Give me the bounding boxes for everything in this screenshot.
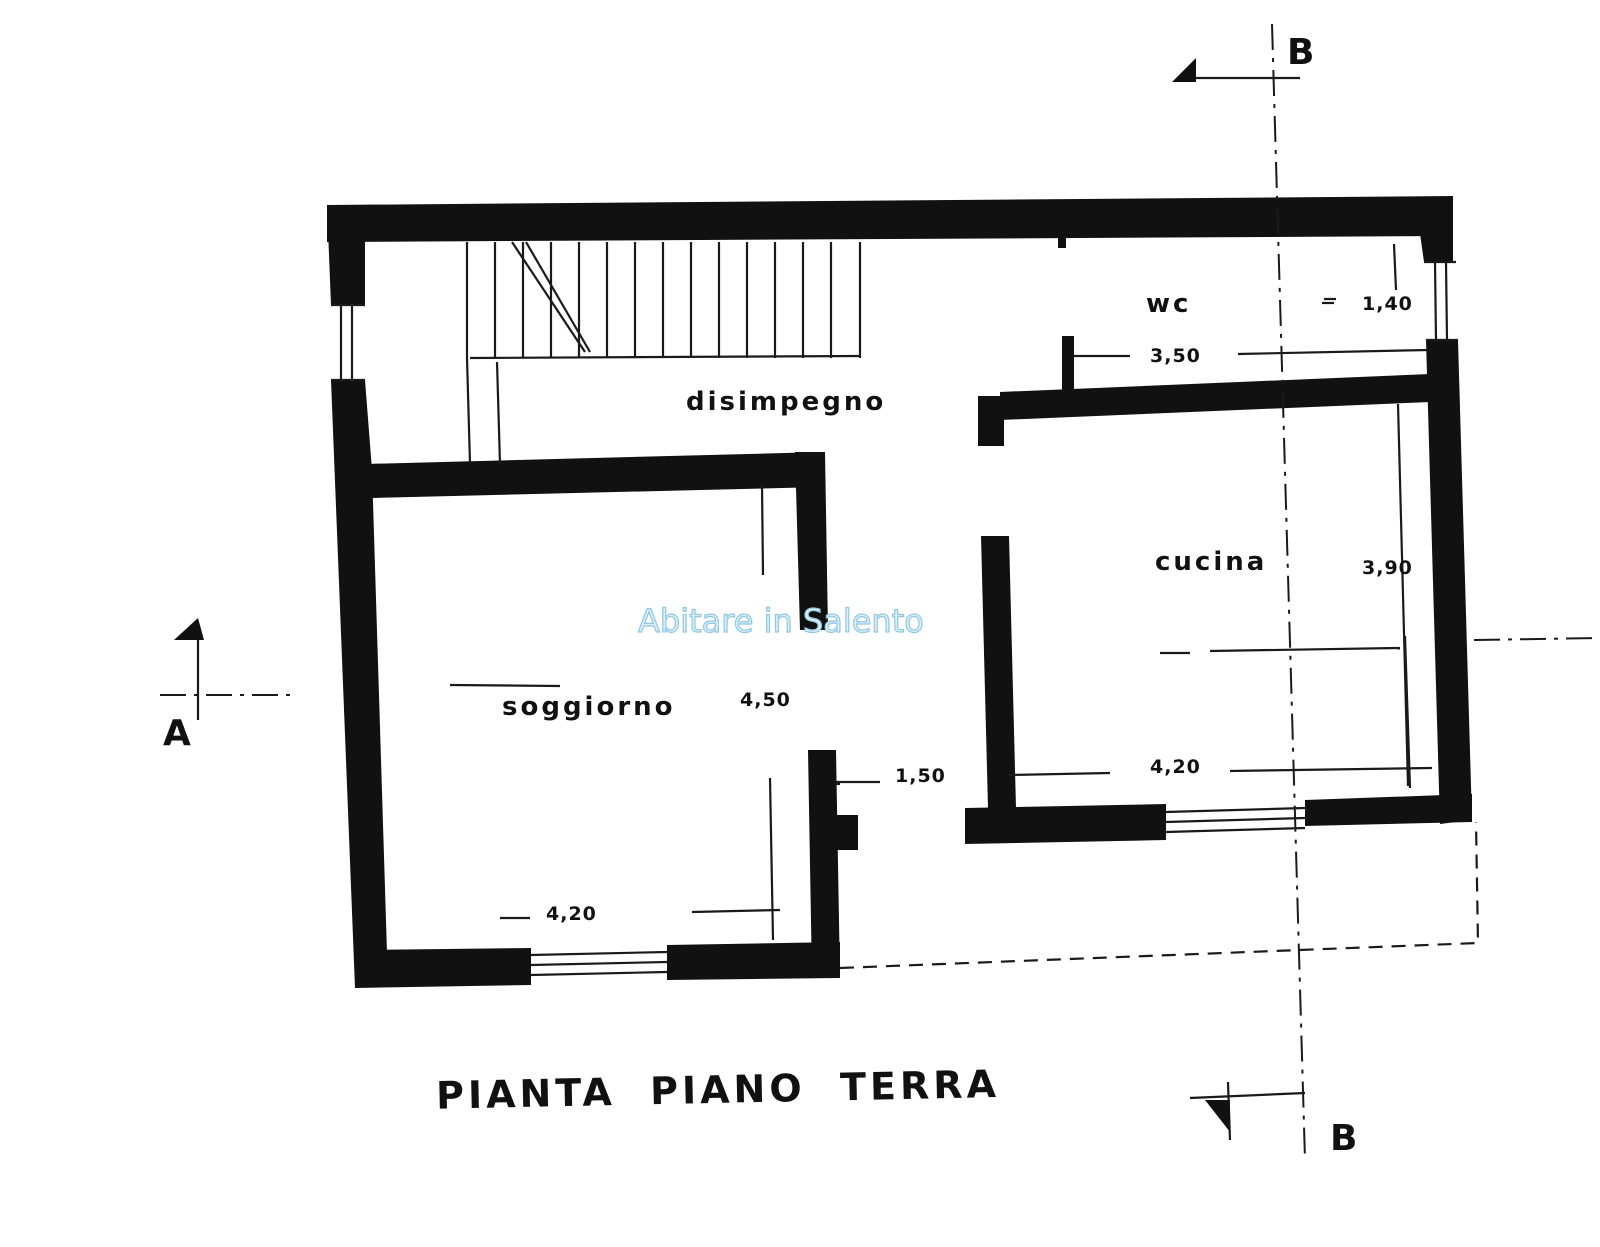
window-left (331, 303, 365, 382)
room-label-disimpegno: disimpegno (686, 387, 886, 417)
section-b-bottom-arrow (1189, 1081, 1306, 1141)
wall-bottom-mid (667, 942, 840, 980)
windows (331, 260, 1458, 977)
section-letter-b-top: B (1287, 32, 1314, 73)
wall-soggiorno-top (365, 452, 823, 498)
dim-door-gap: 1,50 (895, 765, 946, 787)
section-a-arrow (174, 618, 204, 720)
section-a-axis-right (1473, 637, 1600, 641)
watermark: Abitare in Salento (638, 602, 924, 640)
dim-corridor-length: 3,50 (1150, 345, 1201, 367)
wall-wc-bottom (1000, 374, 1430, 420)
dim-cucina-width: 4,20 (1150, 756, 1201, 778)
wall-right-lower (1426, 340, 1472, 824)
section-b-top-arrow (1172, 58, 1300, 82)
room-label-soggiorno: soggiorno (502, 692, 676, 722)
wall-left-lower (331, 380, 388, 988)
wall-right-upper (1416, 205, 1453, 262)
wall-cucina-left (981, 536, 1016, 808)
wall-left-upper (327, 205, 365, 305)
dim-soggiorno-width: 4,20 (546, 903, 597, 925)
door-soggiorno (530, 950, 668, 977)
section-axes (160, 23, 1600, 1161)
wall-top (327, 196, 1453, 242)
section-b-axis (1271, 23, 1306, 1161)
wall-soggiorno-right-lower (808, 750, 840, 978)
walls (327, 196, 1472, 988)
room-label-cucina: cucina (1155, 547, 1267, 577)
window-cucina (1165, 806, 1306, 834)
section-letter-b-bottom: B (1330, 1118, 1357, 1159)
wall-cucina-corner (978, 396, 1004, 446)
wall-soggiorno-right-upper (795, 452, 828, 630)
section-letter-a: A (163, 713, 191, 754)
wall-cucina-bottom-right (1305, 794, 1472, 826)
wall-bottom-left (355, 948, 531, 988)
dim-wc-width: 1,40 (1362, 293, 1413, 315)
plan-title: PIANTA PIANO TERRA (436, 1062, 1001, 1118)
dimension-lines (449, 243, 1433, 941)
wall-jamb (826, 815, 858, 850)
dim-soggiorno-depth: 4,50 (740, 689, 791, 711)
dim-cucina-depth: 3,90 (1362, 557, 1413, 579)
wall-mark (1058, 238, 1066, 248)
room-label-wc: wc (1146, 289, 1191, 319)
wall-wc-stub (1062, 336, 1074, 390)
porch-outline (839, 821, 1480, 970)
wall-cucina-bottom-left (965, 804, 1166, 844)
window-right (1424, 260, 1458, 342)
staircase (465, 241, 862, 465)
